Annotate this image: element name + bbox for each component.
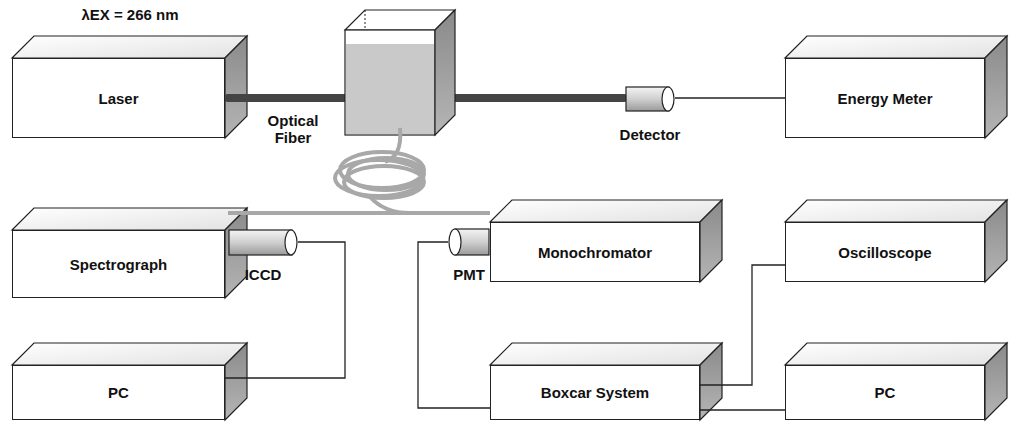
box-top-face: [785, 343, 1007, 365]
energy-meter-box: Energy Meter: [785, 58, 985, 138]
node-label: Oscilloscope: [838, 244, 931, 261]
signal-cable: [700, 409, 785, 410]
box-top-face: [12, 208, 247, 230]
wavelength-label: λEX = 266 nm: [30, 6, 230, 23]
box-top-face: [785, 36, 1007, 58]
signal-cable: [675, 97, 785, 98]
boxcar-box: Boxcar System: [490, 365, 700, 420]
box-top-face: [12, 36, 247, 58]
pc-box: PC: [785, 365, 985, 420]
cylinder-symbol: [228, 229, 298, 256]
laser-beam: [228, 94, 345, 102]
detector: Detector: [625, 86, 675, 112]
box-top-face: [785, 200, 1007, 222]
node-label: ICCD: [245, 266, 282, 283]
node-label: Monochromator: [538, 244, 652, 261]
node-label: PC: [875, 384, 896, 401]
box-side-face: [985, 343, 1007, 420]
box-side-face: [225, 343, 247, 420]
monochromator-box: Monochromator: [490, 222, 700, 282]
box-top-face: [490, 200, 722, 222]
node-label: Spectrograph: [70, 256, 168, 273]
oscilloscope-box: Oscilloscope: [785, 222, 985, 282]
node-label: Detector: [620, 126, 681, 143]
laser-beam: [455, 94, 624, 102]
node-label: Boxcar System: [541, 384, 649, 401]
cylinder-symbol: [625, 86, 675, 112]
box-side-face: [700, 343, 722, 420]
pmt-tube: PMT: [448, 228, 490, 256]
optical-fiber: [228, 128, 490, 213]
box-side-face: [225, 36, 247, 138]
box-side-face: [985, 200, 1007, 282]
box-side-face: [985, 36, 1007, 138]
pc-box: PC: [12, 365, 225, 420]
box-top-face: [490, 343, 722, 365]
node-label: PC: [108, 384, 129, 401]
box-top-face: [12, 343, 247, 365]
cuvette: [345, 10, 455, 135]
part-label: Optical Fiber: [258, 112, 328, 146]
spectrograph-box: Spectrograph: [12, 230, 225, 298]
node-label: Energy Meter: [837, 90, 932, 107]
signal-cable: [700, 265, 785, 385]
node-label: PMT: [453, 266, 485, 283]
cylinder-symbol: [448, 228, 490, 256]
laser-box: Laser: [12, 58, 225, 138]
signal-cable: [225, 242, 345, 378]
box-side-face: [700, 200, 722, 282]
node-label: Laser: [98, 90, 138, 107]
box-faces: [12, 36, 1007, 420]
signal-cable: [418, 242, 490, 408]
iccd-camera: ICCD: [228, 229, 298, 256]
